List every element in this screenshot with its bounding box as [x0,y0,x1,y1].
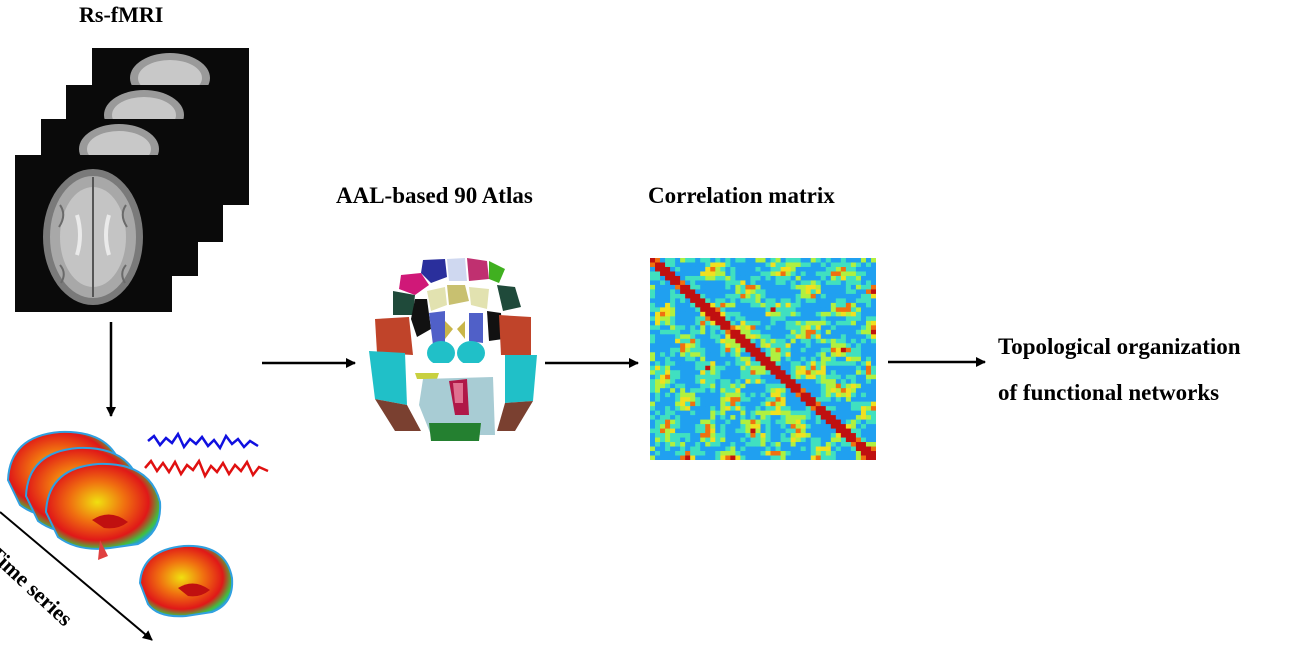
brain-slice-4 [138,544,234,618]
correlation-matrix-title: Correlation matrix [648,183,835,208]
output-label: Topological organization of functional n… [998,324,1241,416]
fmri-scan-front [15,155,172,312]
aal-atlas-icon [369,258,537,442]
signal-red [144,458,269,479]
time-series-brains [6,430,234,618]
signal-blue [147,431,259,451]
atlas-title: AAL-based 90 Atlas [336,183,533,208]
rs-fmri-title: Rs-fMRI [79,2,164,27]
output-line-1: Topological organization [998,334,1241,359]
output-line-2: of functional networks [998,380,1220,405]
time-axis-arrow [0,511,153,641]
correlation-matrix-icon [650,258,877,461]
brain-slice-3 [44,462,162,560]
correlation-matrix-grid [650,258,877,461]
matrix-cells [650,258,877,461]
